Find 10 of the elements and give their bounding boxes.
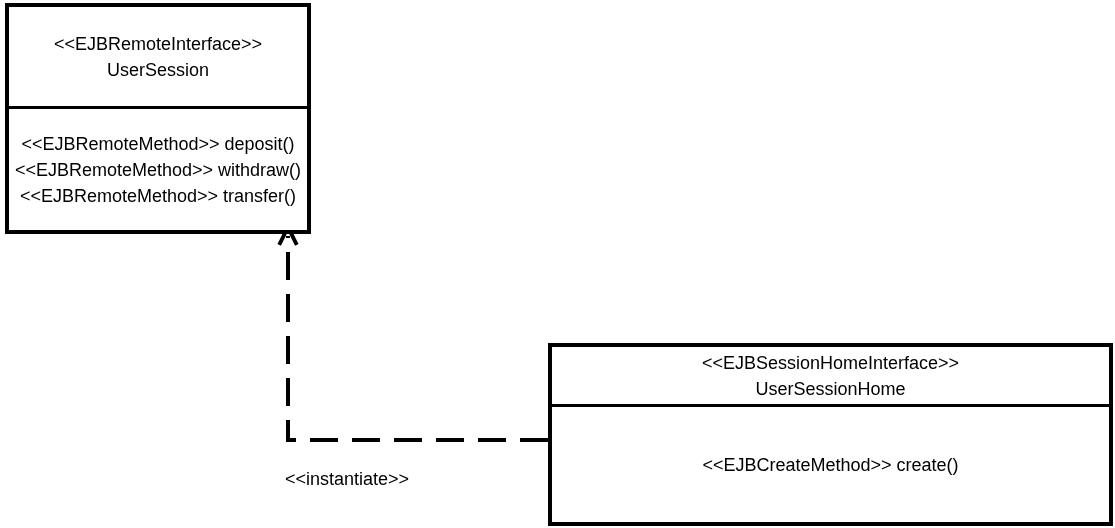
method-text: <<EJBRemoteMethod>> withdraw() <box>14 158 302 182</box>
class-name-text: <<EJBSessionHomeInterface>> <box>701 351 960 375</box>
class-box <box>5 3 311 234</box>
class-name-text: UserSession <box>106 58 209 82</box>
method-text: <<EJBCreateMethod>> create() <box>702 453 959 477</box>
class-name-text: <<EJBRemoteInterface>> <box>53 32 263 56</box>
method-text: <<EJBRemoteMethod>> deposit() <box>21 132 295 156</box>
class-box <box>548 343 1113 526</box>
class-name-text: UserSessionHome <box>755 377 906 401</box>
method-text: <<EJBRemoteMethod>> transfer() <box>19 184 297 208</box>
